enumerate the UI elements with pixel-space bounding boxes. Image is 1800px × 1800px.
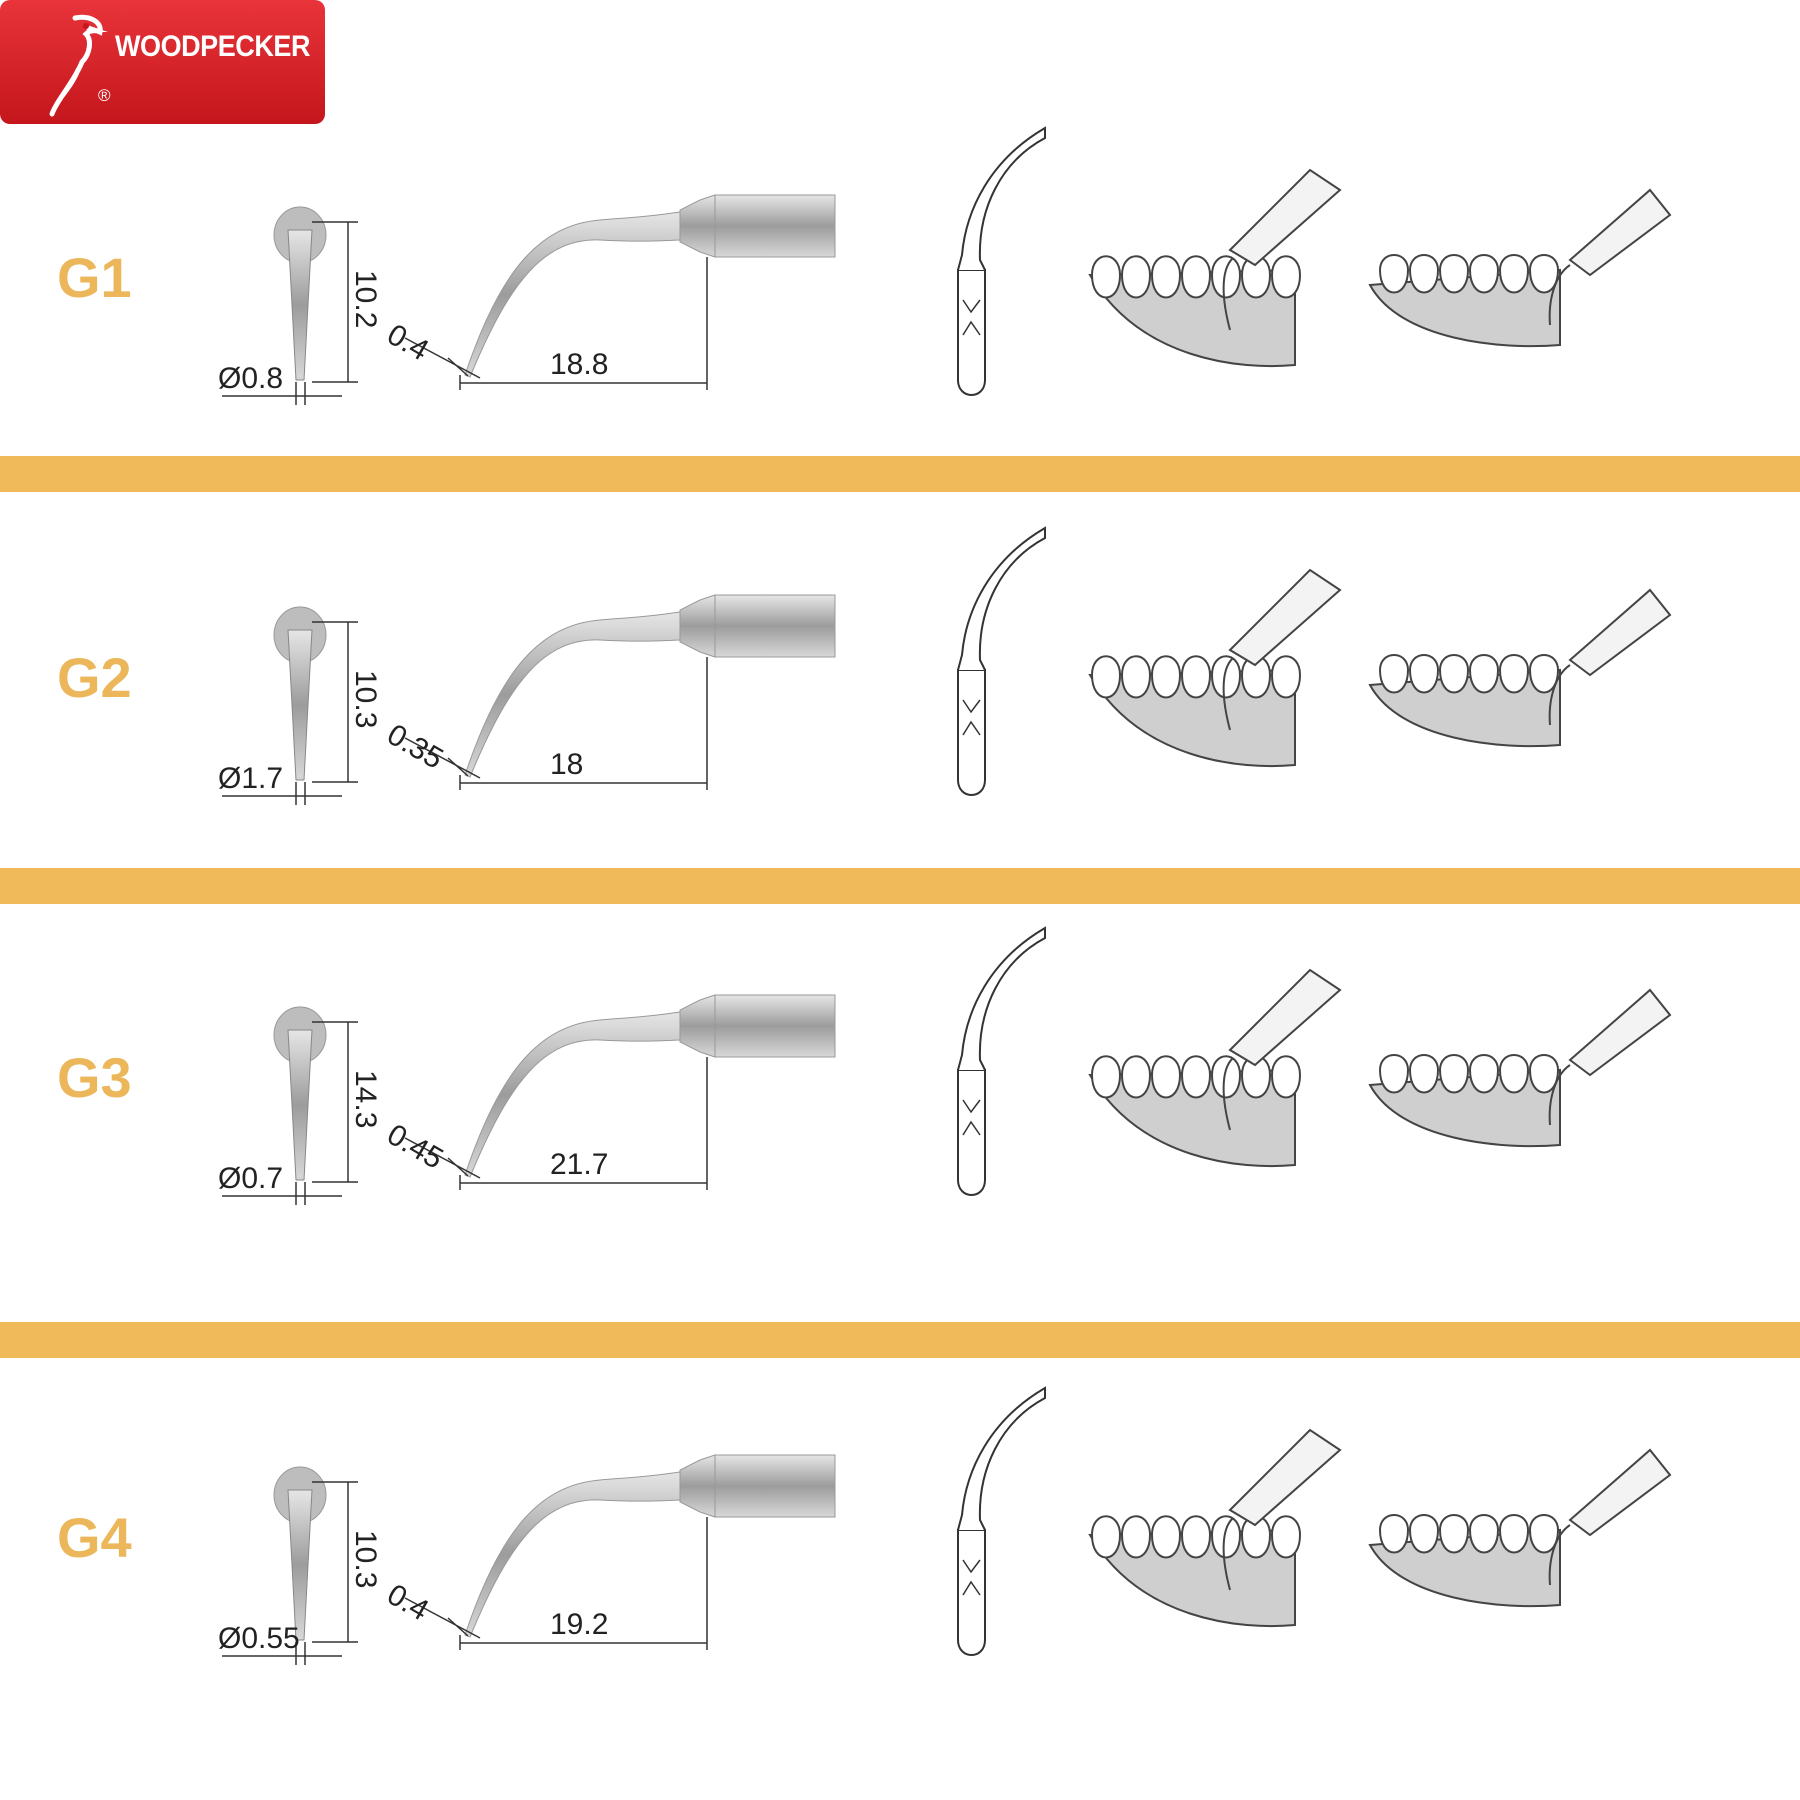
diameter-dimension: Ø1.7 bbox=[218, 762, 284, 795]
woodpecker-logo: WOODPECKER ® bbox=[0, 0, 325, 124]
tip-code: G4 bbox=[57, 1506, 132, 1569]
tip-front-view bbox=[222, 206, 358, 405]
length-dimension: 10.3 bbox=[349, 670, 382, 729]
brand-name: WOODPECKER bbox=[115, 30, 311, 63]
tip-front-view bbox=[222, 1006, 358, 1205]
tip-side-view bbox=[404, 994, 836, 1190]
tip-front-view bbox=[222, 606, 358, 805]
tip-code: G1 bbox=[57, 246, 132, 309]
tip-drawings bbox=[222, 526, 1672, 805]
diameter-dimension: Ø0.8 bbox=[218, 362, 284, 395]
registered-mark: ® bbox=[98, 86, 111, 105]
reach-dimension: 18 bbox=[550, 748, 584, 781]
usage-illustration-1 bbox=[1088, 168, 1342, 368]
tip-profile-view bbox=[957, 1386, 1046, 1656]
reach-dimension: 19.2 bbox=[550, 1608, 609, 1641]
tip-profile-view bbox=[957, 526, 1046, 796]
diameter-dimension: Ø0.7 bbox=[218, 1162, 284, 1195]
usage-illustration-2 bbox=[1368, 1448, 1672, 1608]
length-dimension: 14.3 bbox=[349, 1070, 382, 1129]
tip-profile-view bbox=[957, 926, 1046, 1196]
tip-drawings bbox=[222, 1386, 1672, 1665]
diameter-dimension: Ø0.55 bbox=[218, 1622, 300, 1655]
tip-drawings bbox=[222, 126, 1672, 405]
separator-band bbox=[0, 1322, 1800, 1358]
length-dimension: 10.2 bbox=[349, 270, 382, 329]
length-dimension: 10.3 bbox=[349, 1530, 382, 1589]
woodpecker-bird-icon bbox=[49, 14, 108, 117]
reach-dimension: 21.7 bbox=[550, 1148, 609, 1181]
tip-side-view bbox=[404, 1454, 836, 1650]
tip-front-view bbox=[222, 1466, 358, 1665]
reach-dimension: 18.8 bbox=[550, 348, 609, 381]
tip-code: G3 bbox=[57, 1046, 132, 1109]
tip-profile-view bbox=[957, 126, 1046, 396]
usage-illustration-1 bbox=[1088, 968, 1342, 1168]
tip-side-view bbox=[404, 194, 836, 390]
usage-illustration-2 bbox=[1368, 988, 1672, 1148]
tip-drawings bbox=[222, 926, 1672, 1205]
tip-side-view bbox=[404, 594, 836, 790]
separator-band bbox=[0, 456, 1800, 492]
usage-illustration-1 bbox=[1088, 568, 1342, 768]
separator-band bbox=[0, 868, 1800, 904]
usage-illustration-2 bbox=[1368, 588, 1672, 748]
usage-illustration-2 bbox=[1368, 188, 1672, 348]
usage-illustration-1 bbox=[1088, 1428, 1342, 1628]
tip-code: G2 bbox=[57, 646, 132, 709]
